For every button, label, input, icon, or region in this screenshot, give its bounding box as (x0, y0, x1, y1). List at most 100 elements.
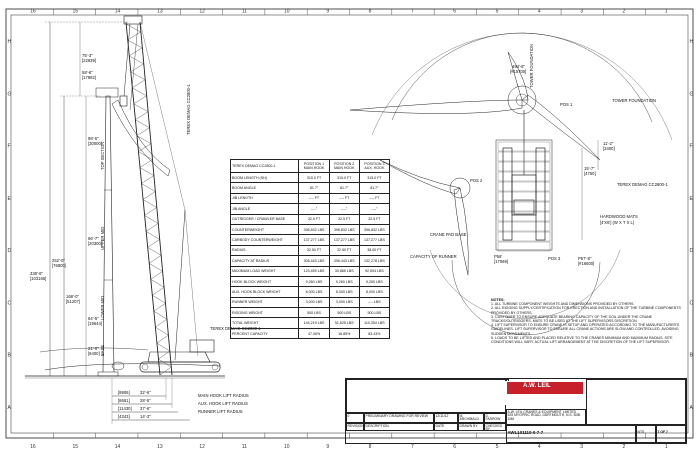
hardwood-mat (497, 231, 551, 242)
ruler-number-bottom: 4 (538, 444, 541, 450)
label-hardwood-mats: HARDWOOD MATS (600, 214, 638, 219)
dim-base-b-m: [6400] (88, 351, 100, 356)
plan-blade-down (453, 187, 469, 276)
plan-blade-down-left (379, 159, 461, 195)
ruler-number-top: 5 (496, 9, 499, 15)
dim-r2-m: [8661] (118, 398, 130, 403)
dim-plan-d2: 11'-2" (603, 141, 614, 146)
spec-row-label: AUX. HOOK BLOCK WEIGHT (229, 286, 300, 298)
ruler-letter-right: H (690, 39, 694, 45)
spec-row-value: ---- FT (328, 192, 360, 205)
hardwood-mat (497, 201, 551, 212)
label-top-section: TOP SECTION (100, 142, 105, 170)
spec-row-label: BOOM ANGLE (229, 182, 300, 194)
dim-base-a-m: [19644] (88, 321, 102, 326)
notes-heading: NOTES: (491, 298, 505, 302)
drawing-number: AWL101110-0-7-7 (506, 425, 636, 443)
plan-view-labels: TOWER FOUNDATION TOWER FOUNDATION POS 1 … (410, 44, 668, 266)
dim-plan-d5-m: [#16600] (578, 261, 594, 266)
label-mats-size: [4'X6'] (W X T X L) (600, 220, 635, 225)
dim-top-b-m: [17882] (82, 75, 96, 80)
spec-row-value: 8,000 LBS (328, 286, 360, 298)
dim-mid-height: 168'-0" (66, 294, 80, 299)
spec-row-value: 137,277 LBS (298, 234, 330, 246)
rev-header-description: DESCRIPTION (364, 423, 434, 431)
label-pos2: POS 2 (470, 178, 483, 183)
ruler-letter-left: H (8, 39, 12, 45)
notes-block: NOTES: 1. ALL TURBINE COMPONENT WEIGHTS … (491, 298, 681, 344)
spec-row-value: 396,832 LBS (298, 223, 330, 236)
rev-header-revision: REVISION (346, 423, 364, 431)
spec-row-value: 123,459 LBS (298, 265, 330, 277)
rev-no: 0 (346, 413, 364, 423)
ruler-number-top: 9 (326, 9, 329, 15)
dim-overall-height-m: [103166] (30, 276, 46, 281)
logo-red-band (507, 382, 583, 394)
ruler-number-top: 15 (72, 9, 78, 15)
dim-plan-d4: P56' (494, 254, 502, 259)
hardwood-mat (497, 221, 551, 232)
ruler-number-bottom: 16 (30, 444, 36, 450)
plan-blade-left (349, 99, 523, 114)
label-main-hook-radius: MAIN HOOK LIFT RADIUS (198, 393, 249, 398)
ruler-number-bottom: 2 (623, 444, 626, 450)
ruler-number-bottom: 6 (453, 444, 456, 450)
dim-r1: 32'-6" (140, 390, 151, 395)
crane-superstructure (147, 351, 211, 363)
spec-row-value: 110,354 LBS (358, 317, 391, 329)
ruler-number-top: 7 (411, 9, 414, 15)
spec-row-label: OUTRIGGER / CRAWLER BASE (229, 213, 300, 225)
spec-row-value: 32.5 FT (358, 213, 391, 225)
boom-chord-left (125, 21, 161, 376)
boom-lattice (125, 23, 172, 376)
sheet-number: 7 OF 7 (656, 425, 686, 443)
ruler-number-top: 2 (623, 9, 626, 15)
spec-row-value: 32.50 FT (328, 244, 360, 257)
spec-row-value: 38.00 FT (358, 244, 391, 257)
ruler-number-top: 6 (453, 9, 456, 15)
ruler-letter-right: B (690, 353, 694, 359)
dim-top-b: 58'-8" (82, 70, 93, 75)
boom-chord-right (139, 21, 173, 376)
ruler-number-top: 14 (115, 9, 121, 15)
radius-arc-outer (391, 32, 653, 123)
label-upper-mid: UPPER MID (100, 227, 105, 250)
pendant-1 (139, 21, 186, 211)
spec-row-value: 137,277 LBS (328, 234, 360, 246)
dim-r1-m: [9906] (118, 390, 130, 395)
spec-row-value: 47.06% (298, 327, 330, 340)
crawler-right-plan (535, 147, 546, 241)
note-item: 2. ALL RIGGING SUPPLY/CERTIFICATION FOR … (491, 306, 681, 315)
title-block: 0 PRELIMINARY DRAWING FOR REVIEW 12/11/1… (345, 378, 687, 444)
label-crane-plan: TEREX DEMAG CC2800-1 (617, 182, 668, 187)
dim-mid-height-m: [51207] (66, 299, 80, 304)
ruler-number-top: 10 (284, 9, 290, 15)
spec-row-value: 83.43% (358, 327, 391, 340)
rev-date: 12/11/12 (434, 413, 458, 423)
dim-top-a: 75'-3" (82, 53, 93, 58)
hardwood-mat (497, 241, 551, 252)
note-item: 3. CUSTOMER TO ENSURE ADEQUATE BEARING C… (491, 314, 653, 324)
spec-row-value: ----° (328, 203, 360, 215)
company-logo: A.W. LEIL (505, 381, 585, 405)
spec-row-value: 16.85% (328, 327, 360, 340)
drawing-scale: NTS (636, 425, 656, 443)
spec-row-label: BOOM LENGTH (SH) (229, 171, 300, 184)
nacelle-elevation (95, 87, 119, 98)
logo-text: A.W. LEIL (523, 383, 551, 389)
spec-row-value: 32.5 FT (298, 213, 330, 225)
label-base: BASE (100, 345, 105, 356)
ruler-letter-left: A (8, 405, 12, 411)
spec-row-value: 500 LBS (328, 307, 360, 319)
ruler-letter-left: G (8, 91, 12, 97)
ruler-number-top: 1 (665, 9, 668, 15)
spec-row-label: RADIUS (229, 244, 300, 257)
ruler-number-bottom: 10 (284, 444, 290, 450)
company-info: A.W. LEIL CRANES & EQUIPMENT LIMITED 525… (506, 409, 586, 425)
spec-row-value: 315.0 FT (298, 171, 330, 184)
